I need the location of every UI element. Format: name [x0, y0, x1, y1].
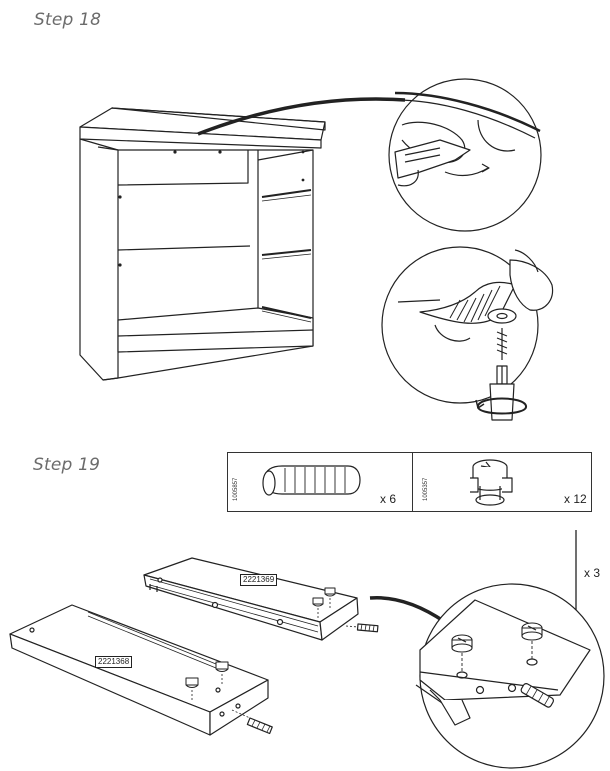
part-code-dowel: 1005857 — [233, 477, 239, 501]
parts-divider — [412, 453, 413, 511]
part-qty-cam-lock: x 12 — [564, 492, 587, 506]
cabinet-illustration — [79, 107, 326, 381]
step-19-title: Step 19 — [33, 455, 101, 475]
pointer-line-2 — [369, 595, 446, 624]
board-code-lower: 2221368 — [95, 656, 133, 668]
knife-cut-detail-icon — [388, 78, 542, 232]
step-18-title: Step 18 — [34, 10, 102, 30]
detail-zoom-icon — [415, 583, 605, 769]
shelf-board-illustration — [9, 557, 379, 736]
dowel-icon — [262, 465, 361, 496]
part-code-cam-lock: 1005357 — [423, 477, 429, 501]
repeat-multiplier: x 3 — [584, 566, 601, 580]
pointer-line-1 — [197, 97, 406, 136]
cam-lock-icon — [470, 459, 513, 506]
board-code-upper: 2221369 — [240, 574, 278, 586]
parts-list-box: 1005857 x 6 1005357 x 12 — [227, 452, 592, 512]
part-qty-dowel: x 6 — [380, 492, 397, 506]
screw-washer-detail-icon — [381, 246, 554, 421]
